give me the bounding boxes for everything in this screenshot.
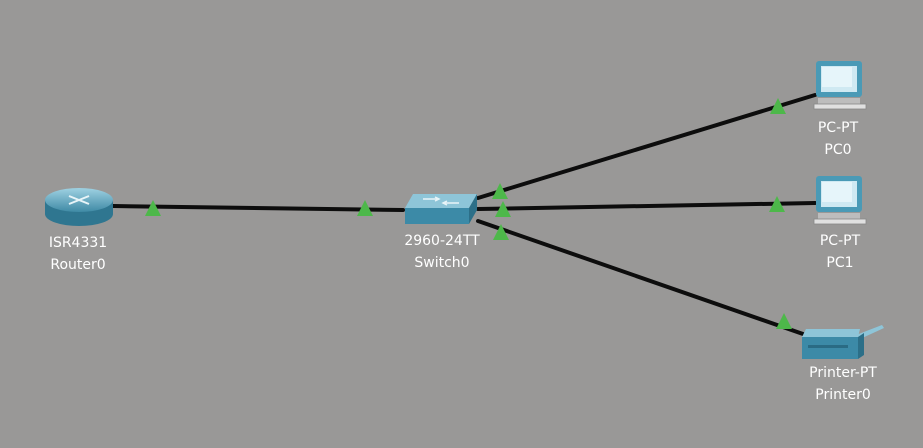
link-light-pc0-port — [770, 98, 786, 114]
router-label: ISR4331 Router0 — [49, 232, 107, 276]
link-light-printer-port — [776, 313, 792, 329]
link-switch-pc0[interactable] — [476, 93, 817, 200]
pc0-name: PC0 — [824, 142, 852, 158]
link-light-switch-printer-port — [493, 224, 509, 240]
printer-label: Printer-PT Printer0 — [809, 362, 877, 406]
switch-model: 2960-24TT — [404, 233, 480, 249]
printer-name: Printer0 — [815, 387, 871, 403]
pc1-icon[interactable] — [808, 175, 870, 225]
link-light-switch-pc1-port — [495, 201, 511, 217]
pc1-model: PC-PT — [819, 233, 861, 249]
router-name: Router0 — [50, 257, 106, 273]
link-switch-printer[interactable] — [476, 219, 805, 336]
link-light-switch-router-port — [357, 200, 373, 216]
link-light-router-port — [145, 200, 161, 216]
printer-icon[interactable] — [798, 323, 888, 363]
pc0-icon[interactable] — [808, 60, 870, 110]
switch-name: Switch0 — [414, 255, 470, 271]
pc1-name: PC1 — [826, 255, 854, 271]
router-icon[interactable] — [43, 184, 115, 230]
link-light-switch-pc0-port — [492, 183, 508, 199]
router-model: ISR4331 — [48, 235, 108, 251]
pc0-label: PC-PT PC0 — [818, 117, 858, 161]
pc0-model: PC-PT — [817, 120, 859, 136]
link-router-switch[interactable] — [111, 204, 405, 212]
printer-model: Printer-PT — [809, 365, 877, 381]
switch-label: 2960-24TT Switch0 — [404, 230, 479, 274]
link-light-pc1-port — [769, 196, 785, 212]
switch-icon[interactable] — [403, 192, 479, 228]
link-switch-pc1[interactable] — [476, 201, 817, 211]
pc1-label: PC-PT PC1 — [820, 230, 860, 274]
